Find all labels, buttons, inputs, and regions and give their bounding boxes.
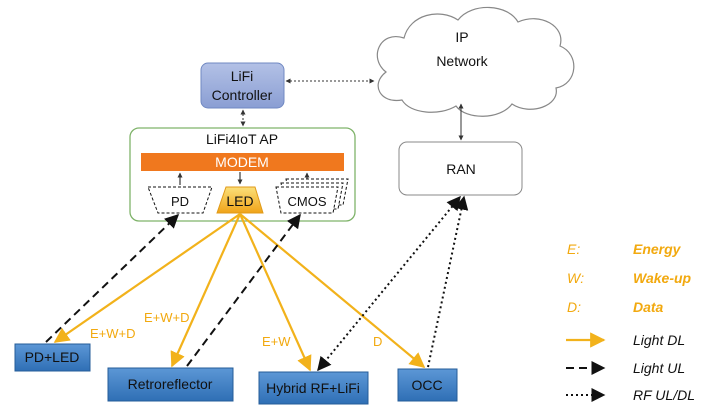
led-shape <box>216 186 264 214</box>
modem-bar <box>141 153 344 171</box>
light-ul-links <box>45 213 301 367</box>
edge-label-retroreflector: E+W+D <box>144 310 190 325</box>
lifi-controller-line2: Controller <box>212 87 273 103</box>
pd-led-box <box>14 343 91 372</box>
retroreflector-label: Retroreflector <box>128 376 213 392</box>
hybrid-label: Hybrid RF+LiFi <box>266 380 360 396</box>
legend-label-rf: RF UL/DL <box>633 387 695 403</box>
legend-key-w: W: <box>567 270 584 286</box>
legend-value-energy: Energy <box>633 241 682 257</box>
ip-network-line1: IP <box>455 29 468 45</box>
led-label: LED <box>226 193 253 209</box>
ran-node: RAN <box>398 141 523 196</box>
lifi-controller-node: LiFi Controller <box>200 62 285 109</box>
ran-box <box>398 141 523 196</box>
rf-hybrid-to-ran <box>317 195 461 372</box>
lifi-controller-line1: LiFi <box>231 68 254 84</box>
lifi4iot-ap-node: LiFi4IoT AP MODEM PD LED CMOS <box>129 127 356 222</box>
legend-label-light-dl: Light DL <box>633 332 685 348</box>
legend-value-wakeup: Wake-up <box>633 270 692 286</box>
cmos-label: CMOS <box>288 194 327 209</box>
legend-label-light-ul: Light UL <box>633 360 685 376</box>
retroreflector-box <box>107 367 234 402</box>
pd-label: PD <box>171 194 189 209</box>
hybrid-device: Hybrid RF+LiFi <box>258 371 369 405</box>
rf-links <box>317 195 469 372</box>
ip-network-node: IP Network <box>376 6 575 117</box>
edge-label-occ: D <box>373 334 382 349</box>
rf-occ-to-ran <box>427 195 469 368</box>
light-dl-to-retroreflector <box>170 213 242 368</box>
ip-network-line2: Network <box>436 53 488 69</box>
modem-label: MODEM <box>215 154 269 170</box>
edge-label-hybrid: E+W <box>262 334 291 349</box>
pd-led-device: PD+LED <box>14 343 91 372</box>
retroreflector-device: Retroreflector <box>107 367 234 402</box>
light-ul-retroreflector-to-cmos <box>186 213 301 367</box>
legend: E: Energy W: Wake-up D: Data Light DL Li… <box>566 241 695 403</box>
cloud-shape <box>376 6 575 117</box>
light-dl-links <box>53 213 426 372</box>
edge-label-pd-led: E+W+D <box>90 326 136 341</box>
lifi-controller-box <box>200 62 285 109</box>
legend-key-e: E: <box>567 241 580 257</box>
occ-device: OCC <box>397 368 458 402</box>
occ-label: OCC <box>411 377 442 393</box>
light-ul-pd-led-to-pd <box>45 214 180 343</box>
pd-shape <box>147 186 213 214</box>
hybrid-box <box>258 371 369 405</box>
light-dl-to-hybrid <box>238 213 312 372</box>
legend-value-data: Data <box>633 299 664 315</box>
ap-title: LiFi4IoT AP <box>206 131 278 147</box>
light-dl-to-pd-led <box>53 213 241 343</box>
pd-led-label: PD+LED <box>25 349 80 365</box>
legend-key-d: D: <box>567 299 581 315</box>
ran-label: RAN <box>446 161 476 177</box>
occ-box <box>397 368 458 402</box>
